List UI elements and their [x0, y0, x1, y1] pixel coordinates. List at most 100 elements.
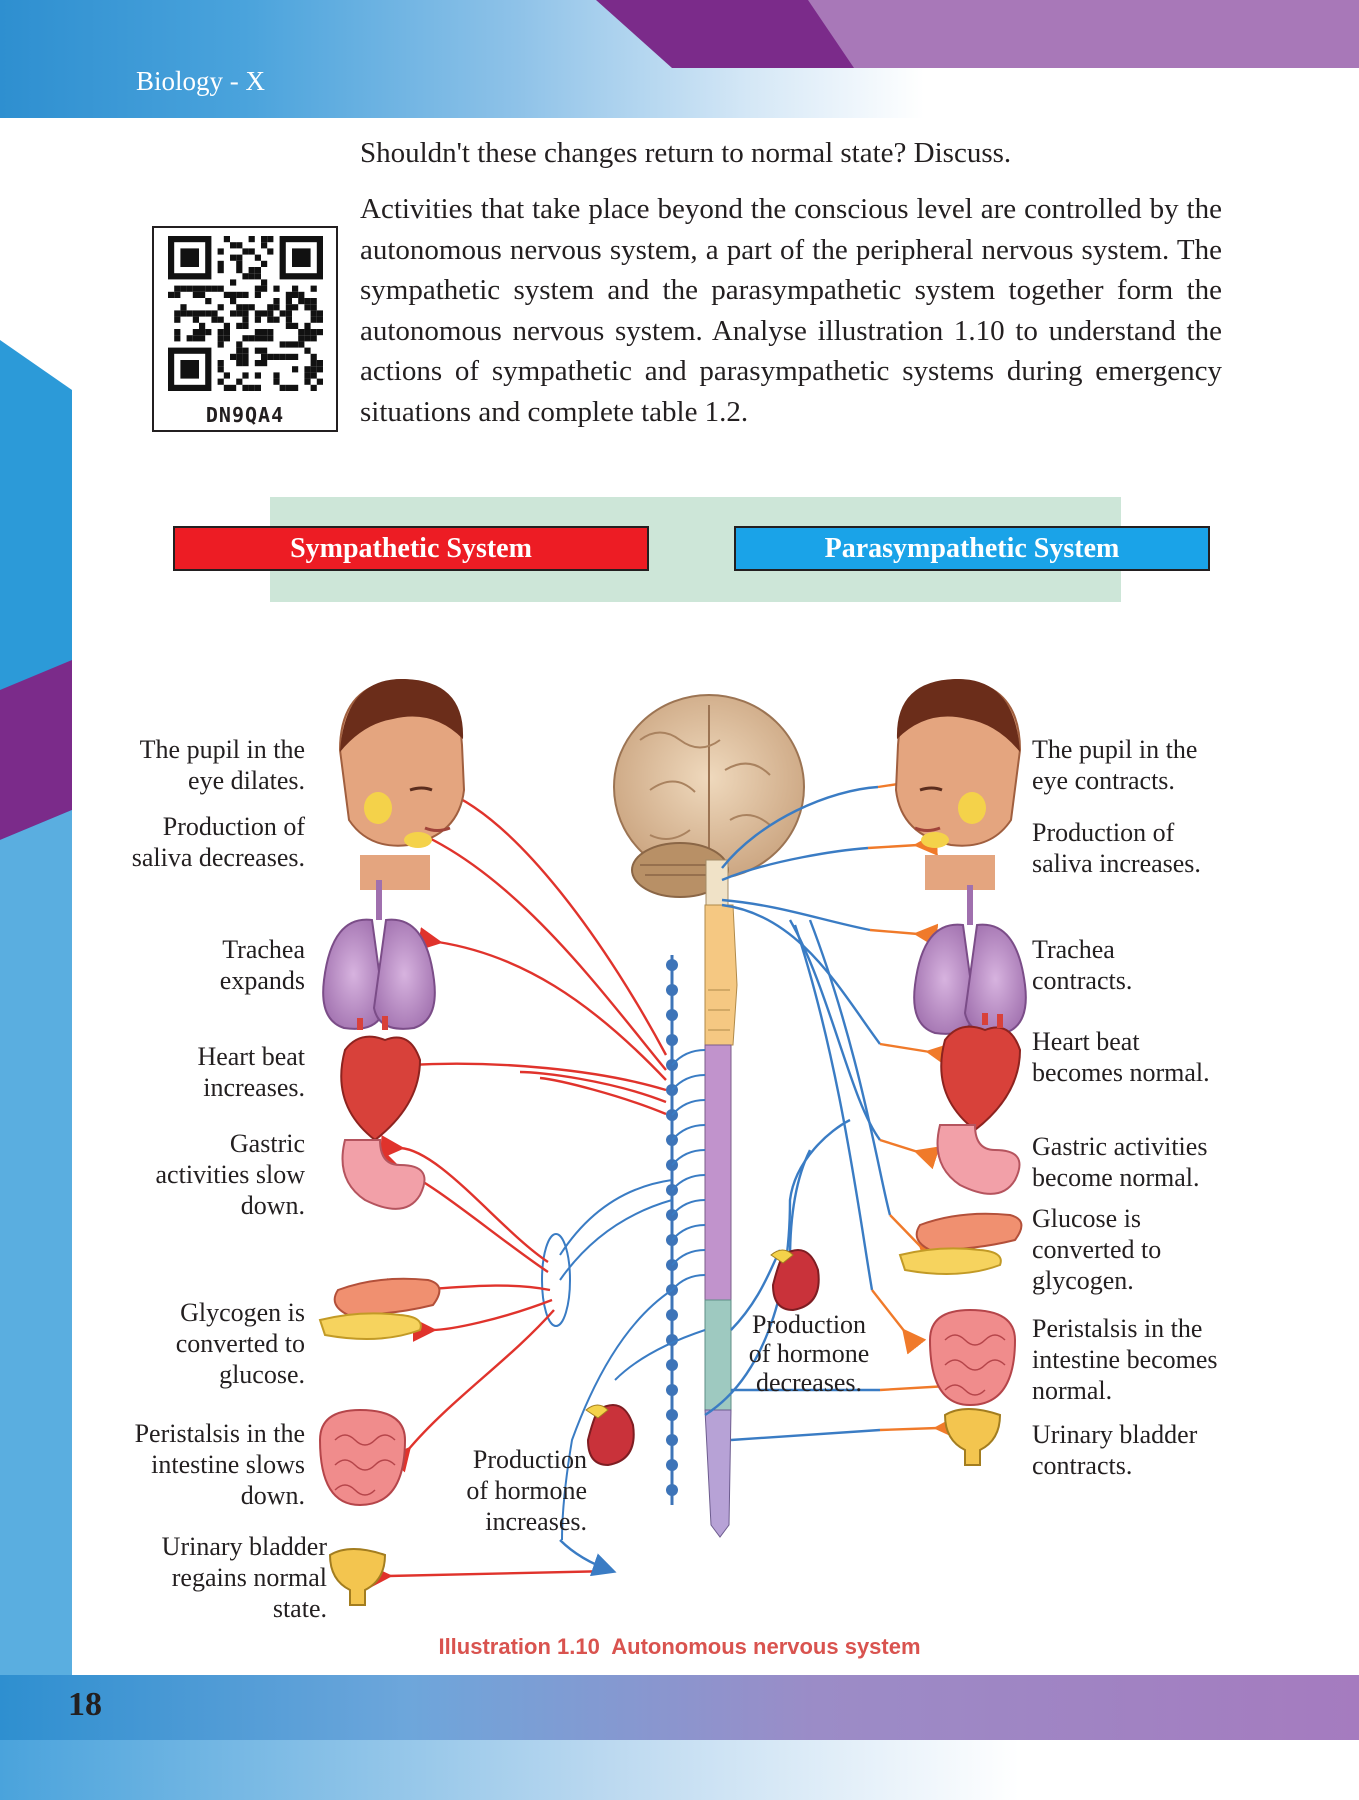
- label-line: state.: [272, 1594, 327, 1623]
- footer-band: [0, 1675, 1359, 1740]
- adrenal-left: [585, 1404, 635, 1467]
- bladder-connector: [559, 1539, 617, 1577]
- running-head: Biology - X: [136, 66, 266, 96]
- sym-label-bladder: Urinary bladder regains normal state.: [162, 1531, 327, 1624]
- sym-label-hormone: Production of hormone increases.: [466, 1444, 587, 1537]
- label-line: increases.: [203, 1073, 305, 1102]
- label-line: down.: [240, 1481, 305, 1510]
- label-line: Gastric activities: [1032, 1132, 1208, 1161]
- label-line: saliva increases.: [1032, 849, 1201, 878]
- sympathetic-system-tag: Sympathetic System: [173, 526, 649, 571]
- label-line: converted to: [1032, 1235, 1162, 1264]
- lungs-right: [913, 885, 1027, 1035]
- label-line: eye contracts.: [1032, 766, 1175, 795]
- label-line: The pupil in the: [139, 735, 305, 764]
- label-line: glycogen.: [1032, 1266, 1134, 1295]
- caption-label: Illustration 1.10: [438, 1634, 600, 1659]
- question-line: Shouldn't these changes return to normal…: [360, 137, 1012, 169]
- liver-left: [318, 1277, 441, 1340]
- brain: [613, 694, 805, 898]
- liver-right: [898, 1212, 1023, 1275]
- label-line: Heart beat: [1032, 1027, 1140, 1056]
- heart-right: [940, 1013, 1022, 1132]
- para-label-trachea: Trachea contracts.: [1032, 934, 1132, 996]
- sym-label-trachea: Trachea expands: [220, 934, 305, 996]
- label-line: of hormone: [466, 1476, 587, 1505]
- para-label-gastric: Gastric activities become normal.: [1032, 1131, 1207, 1193]
- sym-label-saliva: Production of saliva decreases.: [132, 811, 305, 873]
- label-line: glucose.: [219, 1360, 305, 1389]
- stomach-left: [341, 1139, 426, 1210]
- label-line: normal.: [1032, 1376, 1113, 1405]
- label-line: activities slow: [155, 1160, 305, 1189]
- nervous-system-illustration: [318, 678, 1027, 1606]
- label-line: Heart beat: [197, 1042, 305, 1071]
- label-line: increases.: [485, 1507, 587, 1536]
- para-label-bladder: Urinary bladder contracts.: [1032, 1419, 1197, 1481]
- label-line: contracts.: [1032, 1451, 1133, 1480]
- adrenal-right: [770, 1249, 820, 1312]
- sym-label-peristalsis: Peristalsis in the intestine slows down.: [135, 1418, 305, 1511]
- para-label-glucose: Glucose is converted to glycogen.: [1032, 1203, 1161, 1296]
- label-line: Urinary bladder: [161, 1532, 327, 1561]
- head-left: [338, 678, 466, 890]
- bladder-left: [328, 1548, 387, 1606]
- label-line: Peristalsis in the: [134, 1419, 305, 1448]
- lungs-left: [322, 880, 436, 1030]
- qr-pattern: [168, 236, 323, 391]
- spinal-cord: [704, 859, 738, 1538]
- intestine-right: [928, 1308, 1017, 1407]
- para-label-heart: Heart beat becomes normal.: [1032, 1026, 1210, 1088]
- label-line: Gastric: [229, 1129, 305, 1158]
- body-paragraph: Activities that take place beyond the co…: [360, 193, 1222, 428]
- label-line: of hormone: [748, 1339, 870, 1368]
- label-line: regains normal: [171, 1563, 327, 1592]
- header-accent: [596, 0, 1359, 68]
- label-line: Peristalsis in the: [1032, 1314, 1203, 1343]
- label-line: converted to: [175, 1329, 305, 1358]
- label-line: expands: [219, 966, 305, 995]
- para-label-saliva: Production of saliva increases.: [1032, 817, 1201, 879]
- sym-label-heart: Heart beat increases.: [197, 1041, 305, 1103]
- heart-left: [340, 1016, 422, 1142]
- label-line: Glucose is: [1032, 1204, 1142, 1233]
- label-line: Production: [472, 1445, 587, 1474]
- label-line: Glycogen is: [180, 1298, 305, 1327]
- head-right: [894, 678, 1022, 890]
- label-line: Trachea: [222, 935, 305, 964]
- qr-code-label: DN9QA4: [205, 403, 285, 427]
- label-line: becomes normal.: [1032, 1058, 1210, 1087]
- label-line: Urinary bladder: [1032, 1420, 1198, 1449]
- left-edge-accent: [0, 340, 72, 1680]
- label-line: Production: [751, 1310, 867, 1339]
- label-line: The pupil in the: [1032, 735, 1198, 764]
- label-line: become normal.: [1032, 1163, 1200, 1192]
- sym-label-pupil: The pupil in the eye dilates.: [140, 734, 305, 796]
- label-line: Production of: [1032, 818, 1175, 847]
- stomach-right: [936, 1124, 1021, 1195]
- label-line: Production of: [162, 812, 305, 841]
- para-label-pupil: The pupil in the eye contracts.: [1032, 734, 1197, 796]
- caption-title: Autonomous nervous system: [611, 1634, 921, 1659]
- label-line: saliva decreases.: [131, 843, 305, 872]
- qr-code[interactable]: DN9QA4: [152, 226, 338, 432]
- para-label-hormone: Production of hormone decreases.: [734, 1310, 884, 1397]
- label-line: down.: [240, 1191, 305, 1220]
- parasympathetic-system-tag: Parasympathetic System: [734, 526, 1210, 571]
- label-line: decreases.: [755, 1368, 863, 1397]
- label-line: intestine slows: [151, 1450, 305, 1479]
- chain-connectors: [541, 1049, 706, 1541]
- label-line: eye dilates.: [188, 766, 305, 795]
- label-line: Trachea: [1032, 935, 1115, 964]
- label-line: intestine becomes: [1032, 1345, 1218, 1374]
- page-number: 18: [68, 1686, 102, 1723]
- sym-label-glycogen: Glycogen is converted to glucose.: [176, 1297, 305, 1390]
- sym-label-gastric: Gastric activities slow down.: [156, 1128, 305, 1221]
- intestine-left: [318, 1408, 407, 1507]
- para-label-peristalsis: Peristalsis in the intestine becomes nor…: [1032, 1313, 1218, 1406]
- figure-caption: Illustration 1.10 Autonomous nervous sys…: [0, 1634, 1359, 1660]
- footer-fade: [0, 1740, 1359, 1800]
- label-line: contracts.: [1032, 966, 1133, 995]
- bladder-right: [943, 1408, 1002, 1466]
- sympathetic-chain: [666, 955, 678, 1505]
